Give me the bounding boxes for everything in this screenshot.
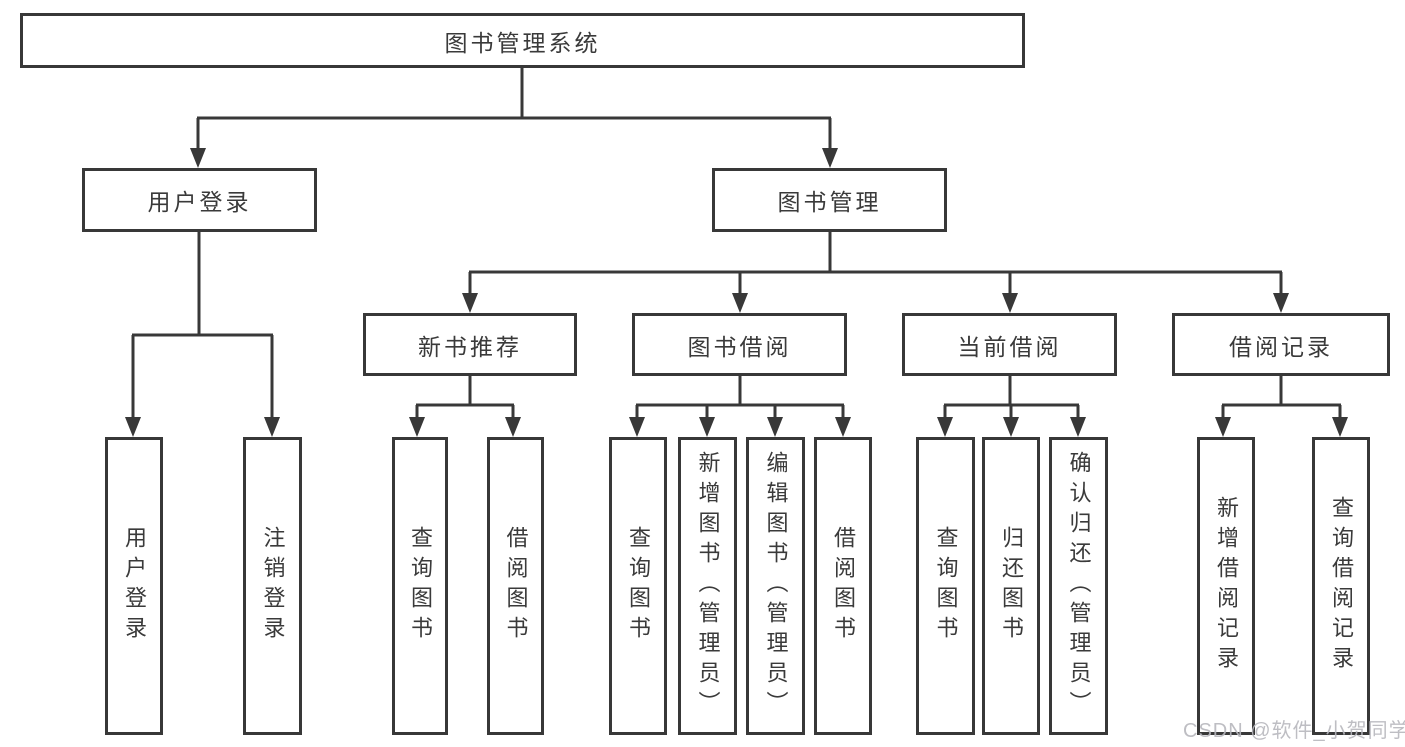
leaf-label: 归还图书 <box>999 526 1024 646</box>
arrowheads <box>125 148 1348 437</box>
leaf-query-books-2: 查询图书 <box>609 437 667 735</box>
leaf-label: 用户登录 <box>122 526 147 646</box>
csdn-watermark: CSDN @软件_小贺同学 <box>1183 720 1405 742</box>
leaf-logout-login: 注销登录 <box>243 437 302 735</box>
leaf-label: 借阅图书 <box>503 526 529 646</box>
leaf-label: 查询图书 <box>626 526 651 646</box>
node-user-login: 用户登录 <box>82 168 317 232</box>
node-current-borrow: 当前借阅 <box>902 313 1117 376</box>
leaf-label: 查询图书 <box>408 526 433 646</box>
leaf-query-borrow-record: 查询借阅记录 <box>1312 437 1370 735</box>
leaf-user-login: 用户登录 <box>105 437 163 735</box>
leaf-add-borrow-record: 新增借阅记录 <box>1197 437 1255 735</box>
leaf-add-books-admin: 新增图书（管理员） <box>678 437 737 735</box>
node-borrow-records: 借阅记录 <box>1172 313 1390 376</box>
leaf-query-books-3: 查询图书 <box>916 437 975 735</box>
leaf-label: 确认归还（管理员） <box>1066 451 1092 721</box>
leaf-edit-books-admin: 编辑图书（管理员） <box>746 437 805 735</box>
leaf-borrow-books-1: 借阅图书 <box>487 437 544 735</box>
node-new-book-recommend: 新书推荐 <box>363 313 577 376</box>
leaf-label: 查询图书 <box>933 526 959 646</box>
leaf-confirm-return-admin: 确认归还（管理员） <box>1049 437 1108 735</box>
leaf-return-books: 归还图书 <box>982 437 1040 735</box>
node-book-management: 图书管理 <box>712 168 947 232</box>
leaf-label: 新增借阅记录 <box>1214 496 1239 676</box>
leaf-label: 借阅图书 <box>831 526 856 646</box>
node-root: 图书管理系统 <box>20 13 1025 68</box>
leaf-label: 注销登录 <box>260 526 286 646</box>
leaf-label: 查询借阅记录 <box>1329 496 1354 676</box>
leaf-label: 新增图书（管理员） <box>695 451 721 721</box>
leaf-borrow-books-2: 借阅图书 <box>814 437 872 735</box>
leaf-query-books-1: 查询图书 <box>392 437 448 735</box>
leaf-label: 编辑图书（管理员） <box>763 451 789 721</box>
node-book-borrow: 图书借阅 <box>632 313 847 376</box>
